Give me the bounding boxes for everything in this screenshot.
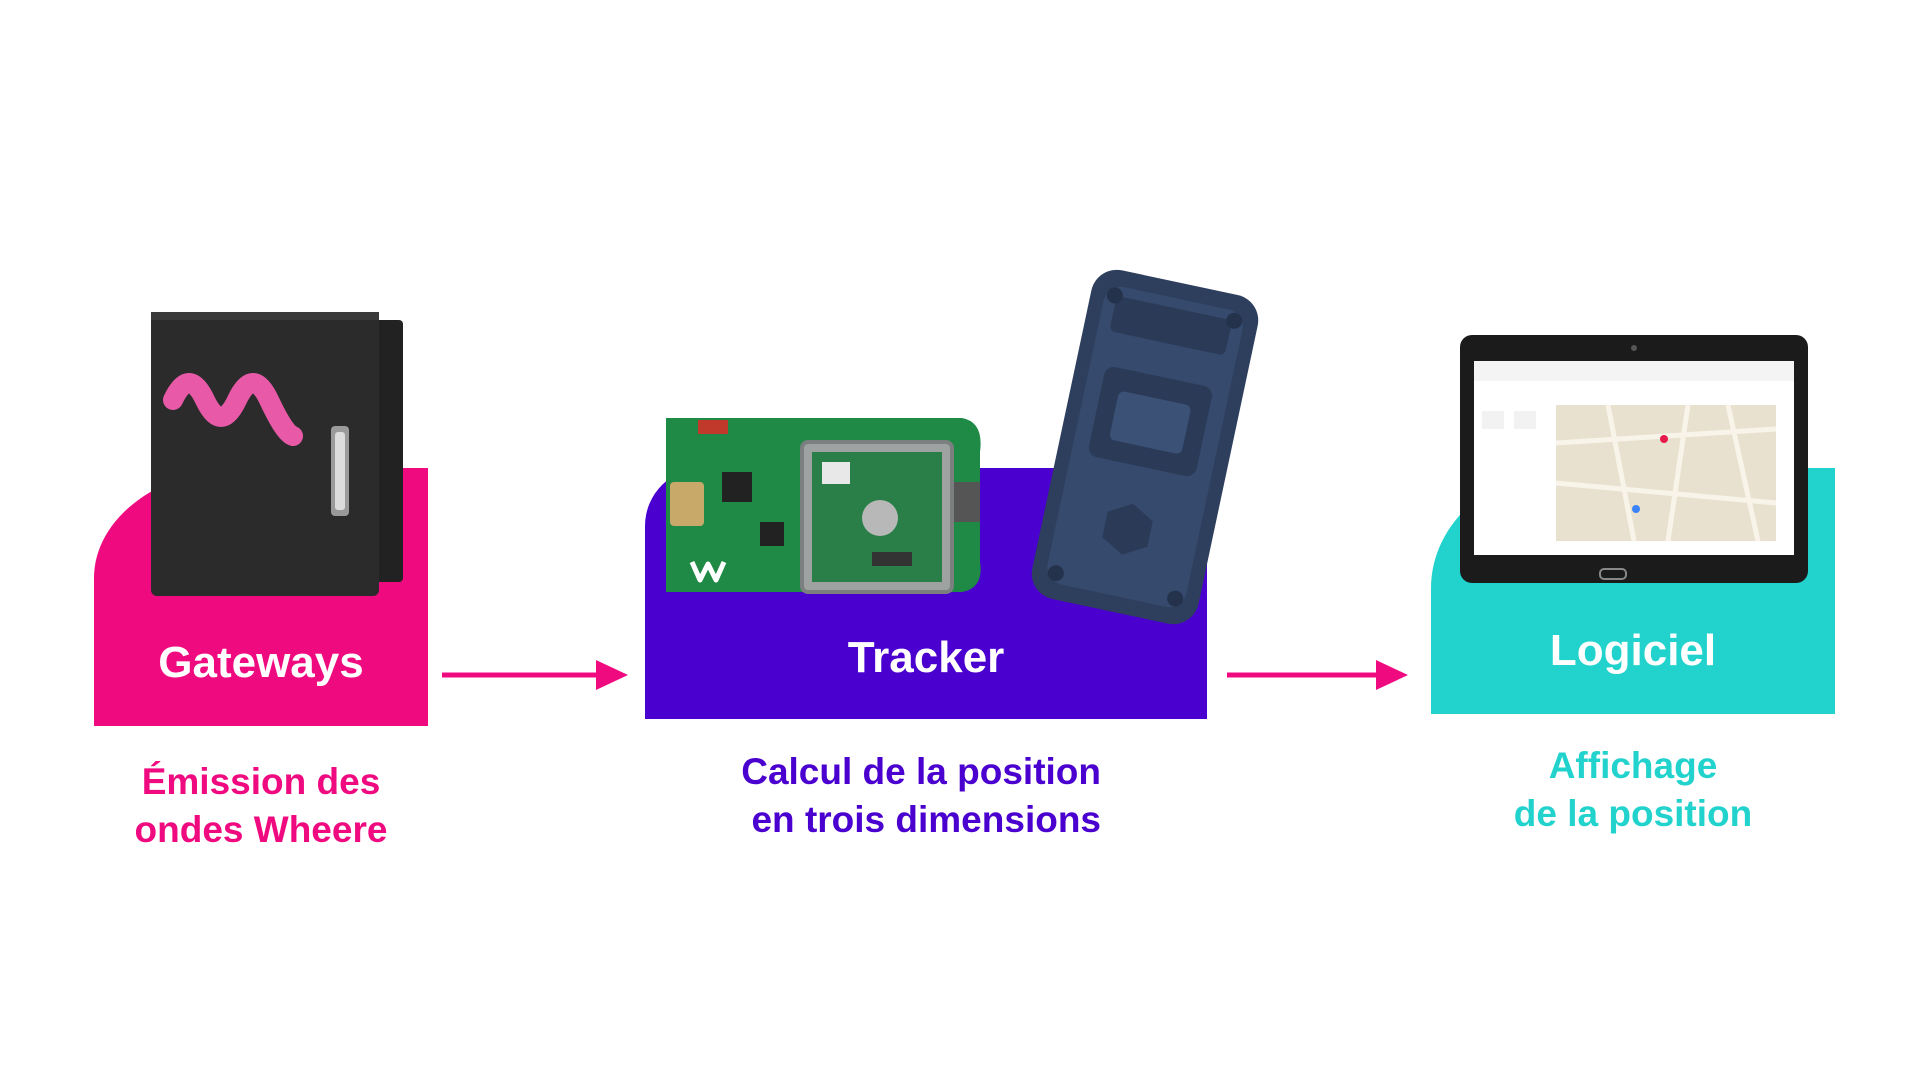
arrow-tracker-to-logiciel — [1227, 660, 1408, 690]
caption-line: en trois dimensions — [751, 799, 1101, 840]
caption-line: Affichage — [1548, 745, 1718, 786]
logiciel-label: Logiciel — [1549, 626, 1717, 675]
tracker-label: Tracker — [847, 633, 1005, 682]
arrow-gateways-to-tracker — [442, 660, 628, 690]
gateway-device-icon — [151, 312, 403, 596]
caption-line: Émission des — [141, 761, 381, 802]
gateways-caption: Émission des ondes Wheere — [94, 758, 428, 854]
arrow-head — [1376, 660, 1408, 690]
tracker-caption: Calcul de la position en trois dimension… — [645, 748, 1207, 844]
caption-line: Calcul de la position — [741, 751, 1101, 792]
logiciel-caption: Affichage de la position — [1431, 742, 1835, 838]
caption-line: de la position — [1513, 793, 1753, 834]
rugged-tracker-case-icon — [1031, 269, 1259, 625]
gateways-label: Gateways — [158, 638, 364, 687]
caption-line: ondes Wheere — [134, 809, 388, 850]
arrow-head — [596, 660, 628, 690]
tablet-map-icon — [1460, 335, 1808, 583]
wheere-logo-icon — [163, 373, 303, 446]
pcb-board-icon — [666, 418, 981, 594]
